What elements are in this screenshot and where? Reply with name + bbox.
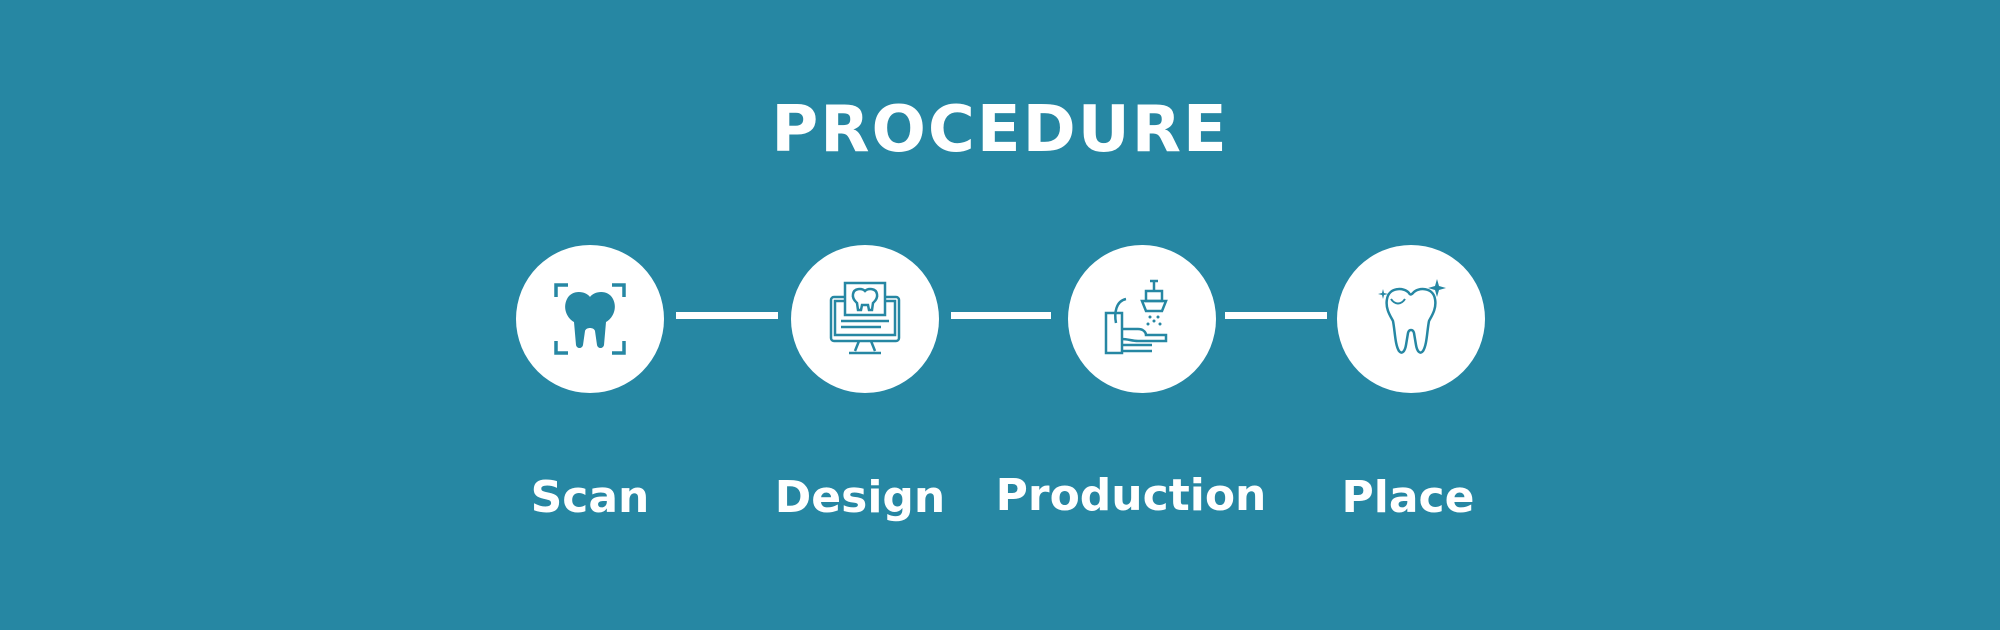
page-title: PROCEDURE xyxy=(771,93,1229,167)
step-production-circle xyxy=(1068,245,1216,393)
step-place-circle xyxy=(1337,245,1485,393)
sparkling-tooth-icon xyxy=(1378,279,1446,354)
connector-line xyxy=(951,312,1051,319)
step-label-production: Production xyxy=(995,470,1267,521)
milling-machine-icon xyxy=(1104,279,1168,355)
step-label-scan: Scan xyxy=(530,472,650,523)
step-design-circle xyxy=(791,245,939,393)
connector-line xyxy=(676,312,778,319)
step-label-design: Design xyxy=(774,472,946,523)
step-label-place: Place xyxy=(1341,472,1475,523)
monitor-design-icon xyxy=(829,281,901,355)
tooth-scan-icon xyxy=(554,283,626,355)
step-scan-circle xyxy=(516,245,664,393)
connector-line xyxy=(1225,312,1327,319)
